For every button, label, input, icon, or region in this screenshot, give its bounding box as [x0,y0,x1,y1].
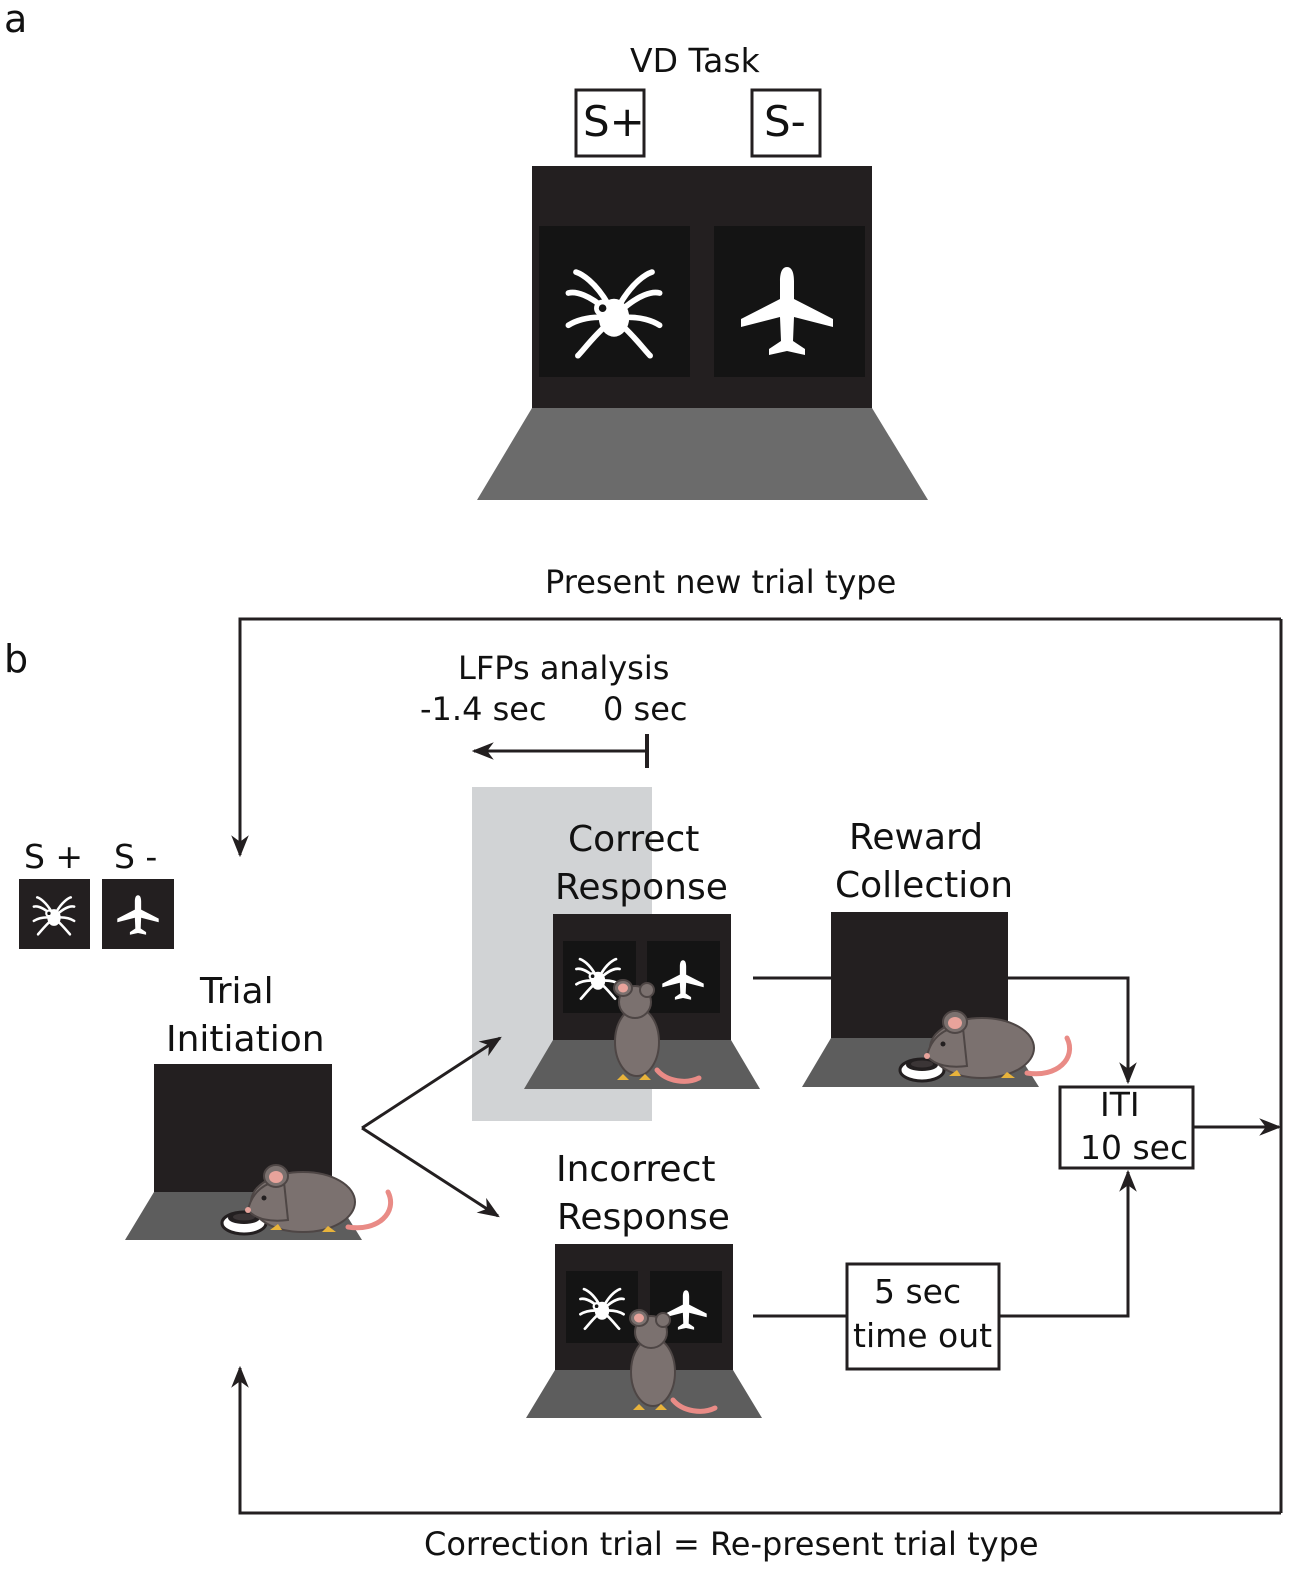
lfp-start: -1.4 sec [420,690,547,728]
s-minus-label: S- [764,97,806,146]
loop-bottom-line [231,1365,1281,1515]
initiation-chamber [154,1064,332,1192]
reward-to-iti-line [1008,976,1137,1085]
bottom-loop-label: Correction trial = Re-present trial type [424,1525,1039,1563]
arrow-to-correct [361,1036,502,1130]
correct-response-line1: Correct [568,819,700,860]
legend-s-minus: S - [114,837,158,876]
panel-b-label: b [4,637,29,681]
trial-initiation-line2: Initiation [166,1019,325,1060]
reward-chamber [831,912,1008,1038]
lfp-title: LFPs analysis [458,649,670,687]
arrow-to-incorrect [361,1126,500,1218]
timeout-box [845,1262,1001,1371]
trial-initiation-line1: Trial [200,971,274,1012]
stimulus-box-s-minus [750,88,822,158]
incorrect-response-line1: Incorrect [556,1149,716,1190]
initiation-mouse-icon [245,1165,391,1232]
loop-top-line [231,617,1281,858]
timeout-line2: time out [853,1316,993,1355]
reward-collection-line1: Reward [849,817,984,858]
iti-line1: ITI [1100,1085,1140,1124]
stimulus-box-s-plus [574,88,646,158]
s-plus-label: S+ [583,97,645,146]
reward-mouse-icon [924,1011,1070,1078]
iti-line2: 10 sec [1080,1128,1189,1167]
panel-a-label: a [4,0,28,41]
touchscreen-floor [477,408,928,500]
incorrect-response-line2: Response [557,1197,730,1238]
lfp-end: 0 sec [603,690,688,728]
iti-box [1058,1085,1195,1170]
top-loop-label: Present new trial type [545,563,897,601]
timeout-line1: 5 sec [874,1272,962,1311]
legend-s-plus: S + [24,837,84,876]
correct-response-line2: Response [555,867,728,908]
reward-collection-line2: Collection [835,865,1014,906]
timeout-to-iti-line [999,1169,1137,1318]
vd-task-title: VD Task [630,41,760,80]
